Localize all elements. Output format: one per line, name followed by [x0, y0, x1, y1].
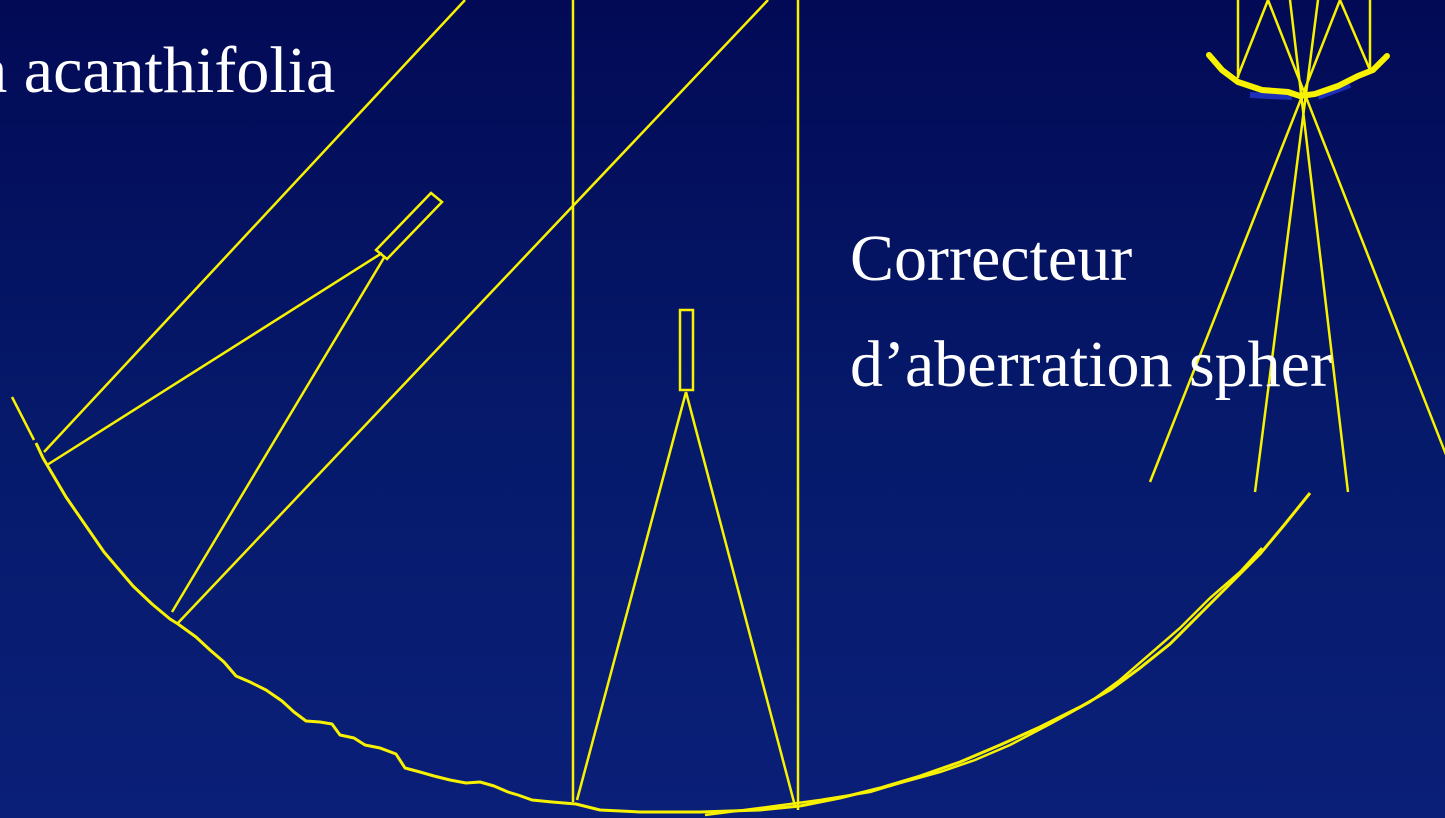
reflected-ray-left-lower: [170, 255, 387, 613]
primary-mirror-right-highlight: [704, 547, 1263, 817]
mirror-edge-fragment: [10, 396, 36, 441]
tilted-detector-left: [374, 191, 444, 261]
left-caption: a acanthifolia: [0, 34, 336, 107]
corrector-ray-g: [1288, 0, 1350, 493]
center-detector: [678, 308, 695, 392]
corrector-ray-f: [1148, 0, 1342, 483]
corrector-ray-h: [1253, 0, 1320, 493]
corrector-ray-d: [1338, 0, 1372, 71]
primary-mirror-left-segment: [34, 442, 801, 814]
corrector-ray-c: [1236, 0, 1270, 77]
primary-mirror-right-segment: [799, 492, 1312, 808]
corrector-caption-line1: Correcteur: [850, 222, 1133, 295]
aberration-corrector-group: [1148, 0, 1445, 493]
left-reflector-group: [10, 0, 769, 625]
corrector-shadow-right: [1316, 82, 1352, 100]
incoming-ray-left-outer: [43, 0, 466, 453]
focus-ray-left: [575, 391, 688, 801]
center-beam-group: [571, 0, 800, 810]
corrector-mirror: [1206, 52, 1390, 100]
corrector-caption-line2: d’aberration spher: [850, 328, 1332, 401]
incoming-ray-left-inner: [176, 0, 769, 625]
focus-ray-right: [684, 391, 797, 807]
reflected-ray-left-upper: [46, 251, 383, 467]
corrector-shadow-left: [1249, 92, 1293, 100]
